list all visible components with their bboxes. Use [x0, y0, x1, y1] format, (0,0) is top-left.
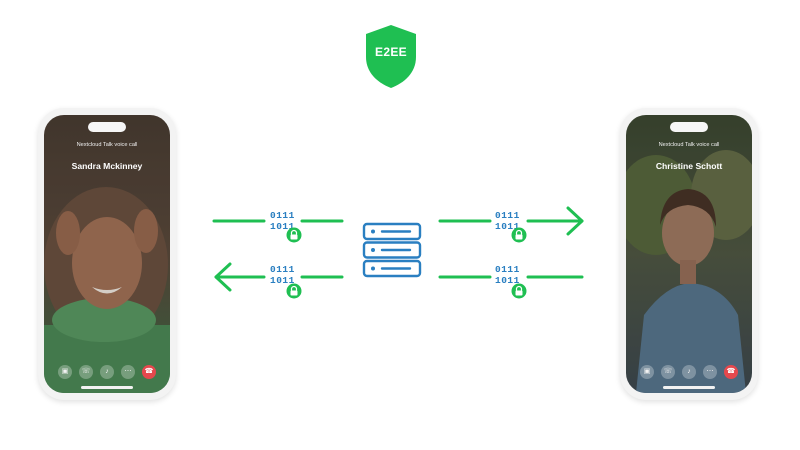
arrow-left-head [214, 262, 232, 292]
caller-photo-right [626, 115, 752, 393]
more-icon[interactable]: ⋯ [703, 365, 717, 379]
call-screen-left: Nextcloud Talk voice call Sandra Mckinne… [44, 115, 170, 393]
bits-line: 1011 [270, 221, 295, 232]
bits-line: 0111 [270, 210, 295, 221]
lock-icon [286, 227, 302, 243]
binary-packet: 0111 1011 [270, 210, 298, 232]
microphone-icon[interactable]: ♪ [100, 365, 114, 379]
arrow-right-head [566, 206, 584, 236]
binary-packet: 0111 1011 [495, 264, 523, 286]
phone-notch [670, 122, 708, 132]
phone-notch [88, 122, 126, 132]
bits-line: 1011 [270, 275, 295, 286]
microphone-icon[interactable]: ♪ [682, 365, 696, 379]
call-screen-right: Nextcloud Talk voice call Christine Scho… [626, 115, 752, 393]
server-icon [362, 222, 422, 278]
lock-icon [286, 283, 302, 299]
shield-icon [366, 25, 416, 88]
call-app-title: Nextcloud Talk voice call [76, 142, 138, 148]
binary-packet: 0111 1011 [495, 210, 523, 232]
more-icon[interactable]: ⋯ [121, 365, 135, 379]
end-call-button[interactable]: ☎ [142, 365, 156, 379]
caller-photo-left [44, 115, 170, 393]
call-app-title: Nextcloud Talk voice call [658, 142, 720, 148]
bits-line: 0111 [495, 264, 520, 275]
bits-line: 0111 [270, 264, 295, 275]
end-call-button[interactable]: ☎ [724, 365, 738, 379]
home-indicator [81, 386, 133, 389]
home-indicator [663, 386, 715, 389]
phone-left: Nextcloud Talk voice call Sandra Mckinne… [38, 108, 176, 400]
lock-icon [511, 227, 527, 243]
bits-line: 1011 [495, 275, 520, 286]
call-controls: ▣ ☏ ♪ ⋯ ☎ [44, 365, 170, 381]
call-controls: ▣ ☏ ♪ ⋯ ☎ [626, 365, 752, 381]
phone-switch-icon[interactable]: ☏ [79, 365, 93, 379]
phone-switch-icon[interactable]: ☏ [661, 365, 675, 379]
e2ee-label: E2EE [375, 45, 407, 59]
binary-packet: 0111 1011 [270, 264, 298, 286]
picture-in-picture-icon[interactable]: ▣ [58, 365, 72, 379]
picture-in-picture-icon[interactable]: ▣ [640, 365, 654, 379]
bits-line: 0111 [495, 210, 520, 221]
caller-name: Christine Schott [655, 161, 723, 171]
e2ee-shield-badge: E2EE [364, 23, 418, 89]
phone-right: Nextcloud Talk voice call Christine Scho… [620, 108, 758, 400]
caller-name: Sandra Mckinney [71, 161, 143, 171]
bits-line: 1011 [495, 221, 520, 232]
lock-icon [511, 283, 527, 299]
